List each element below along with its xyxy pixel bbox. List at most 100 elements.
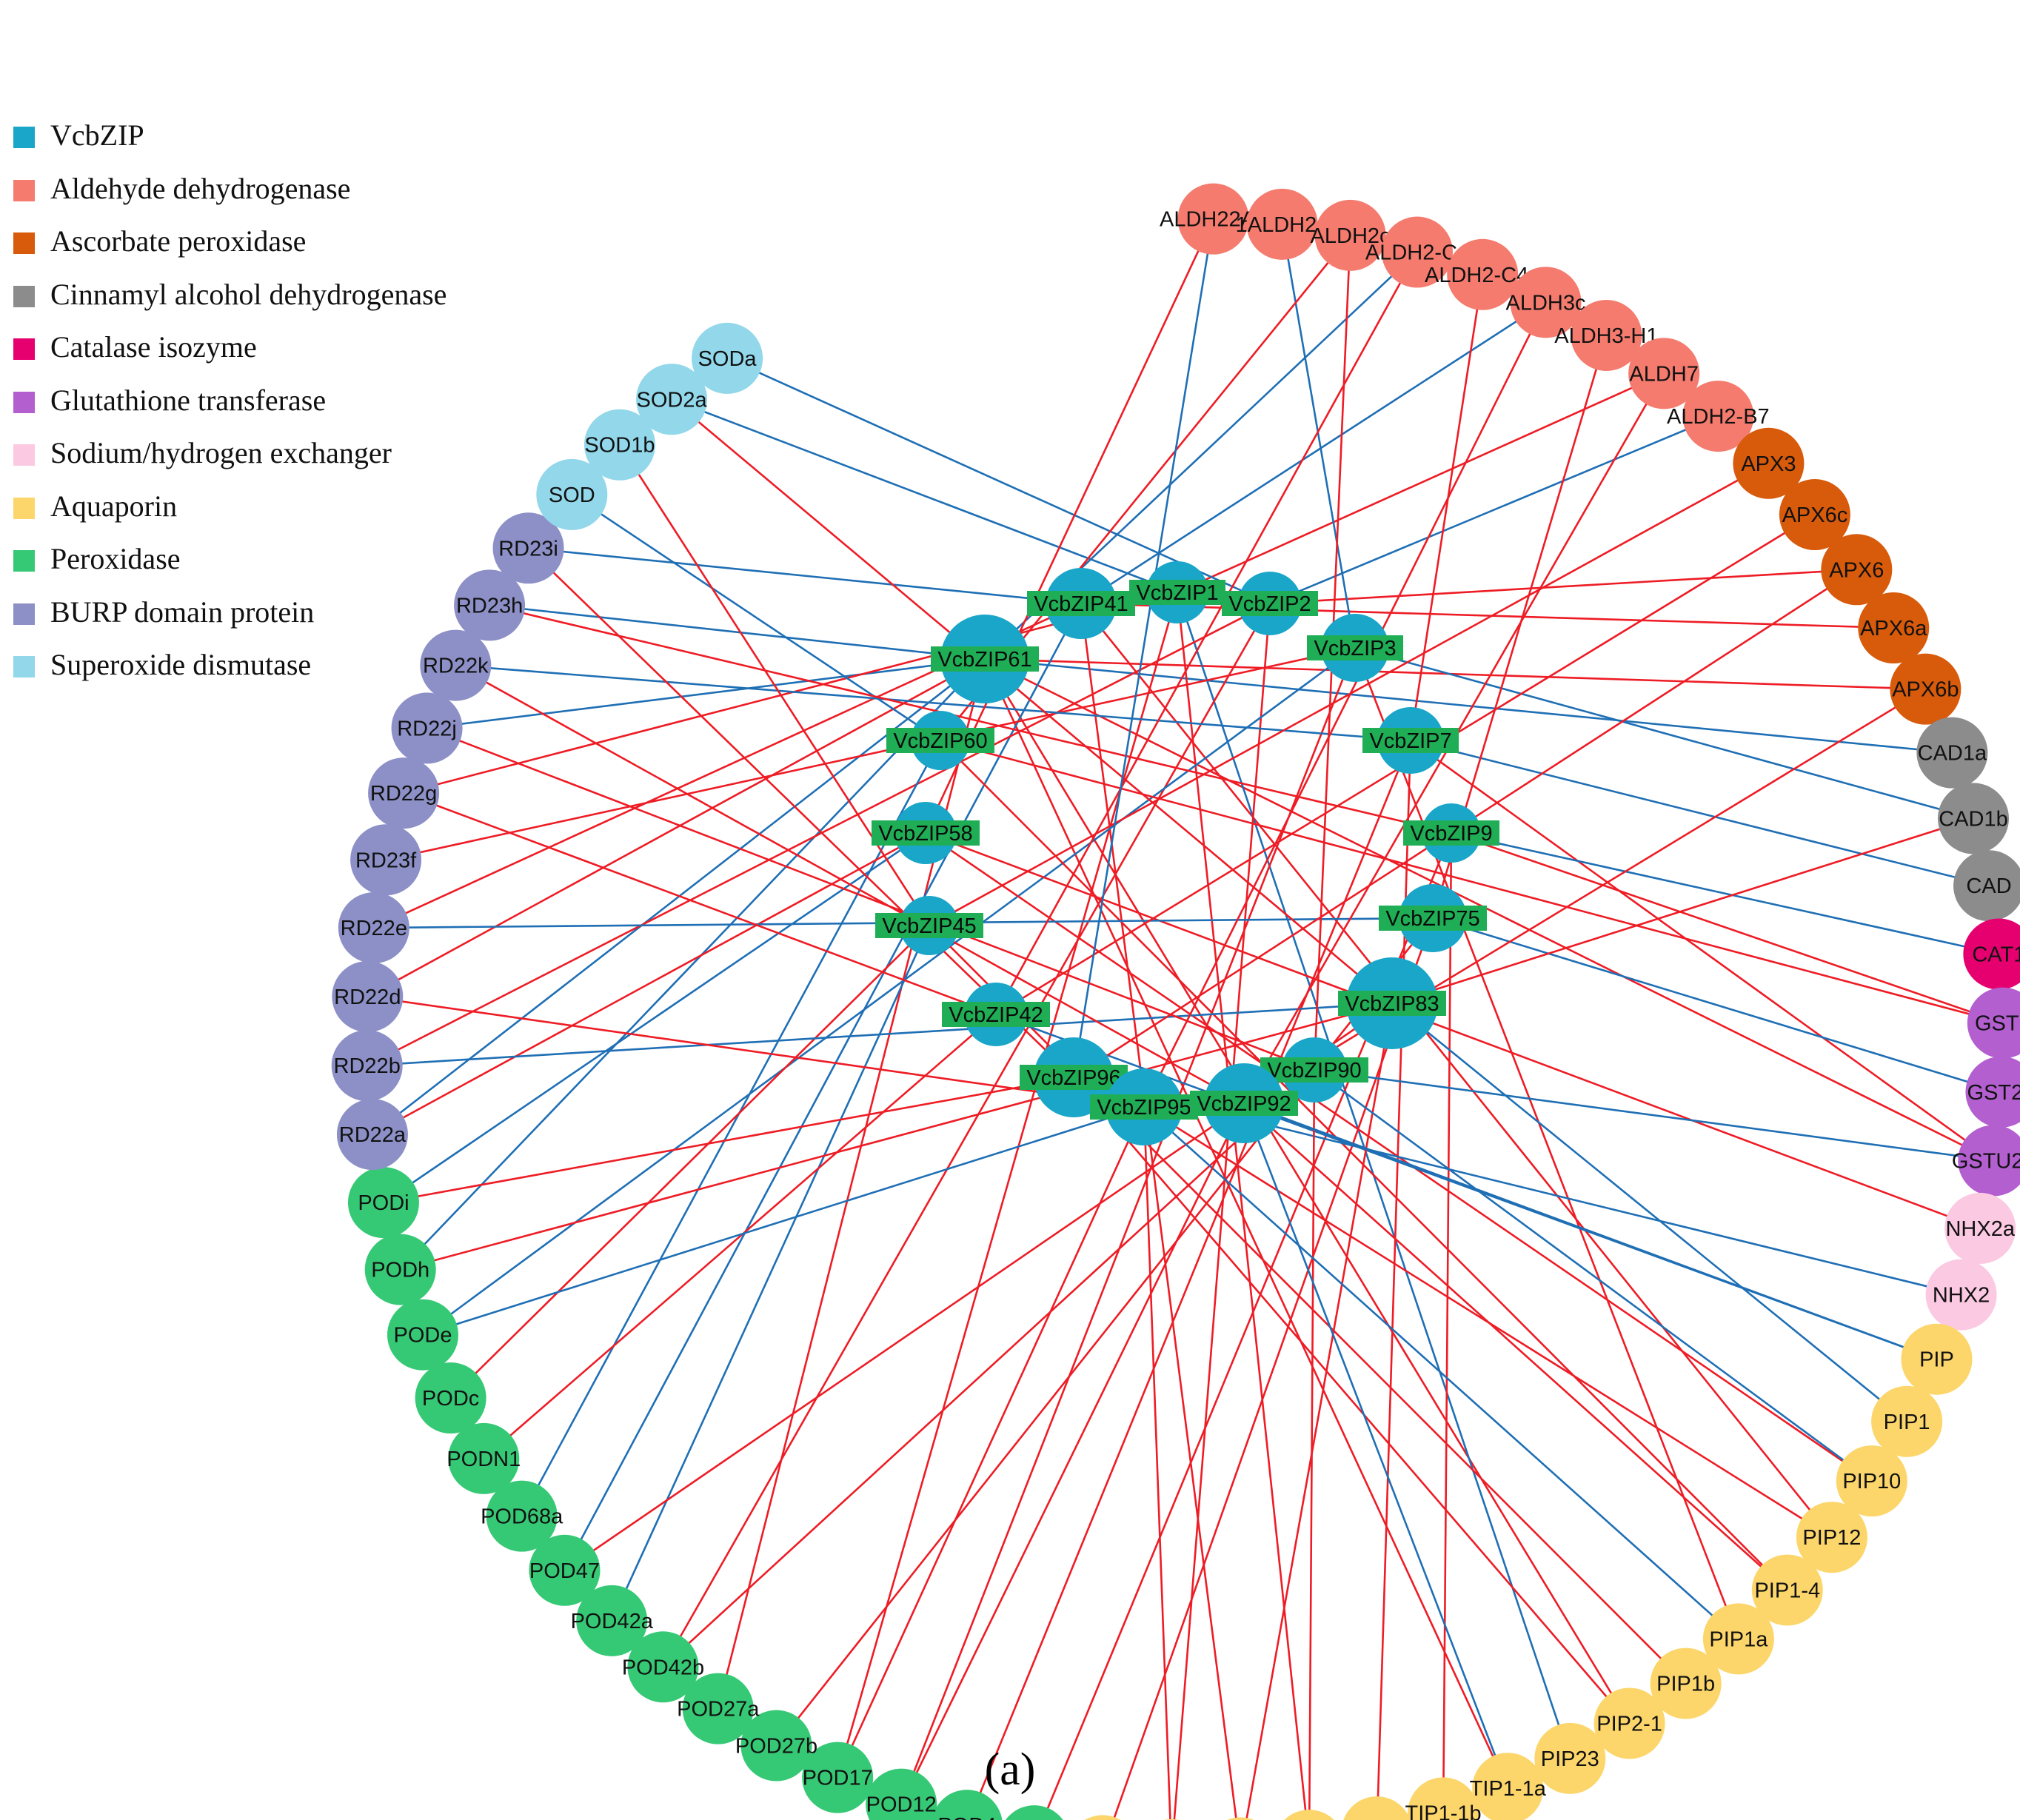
node-circle — [1447, 238, 1519, 310]
hub-label-background — [1260, 1057, 1368, 1083]
node-circle — [1702, 1603, 1774, 1675]
node-circle — [866, 1768, 937, 1820]
node-label: APX6c — [1782, 503, 1848, 527]
edge-vcbzip1-tip1-3 — [1176, 592, 1308, 1820]
node-circle — [1682, 381, 1754, 452]
node-podc: PODc — [415, 1362, 486, 1434]
node-circle — [420, 629, 492, 701]
hub-label: VcbZIP7 — [1369, 729, 1451, 753]
hub-label: VcbZIP95 — [1097, 1096, 1191, 1120]
node-label: ALDH3-H1 — [1554, 324, 1658, 348]
legend-label: Aquaporin — [50, 489, 178, 523]
node-label: POD17 — [803, 1767, 873, 1790]
node-label: TIP1-1b — [1405, 1801, 1482, 1820]
edge-vcbzip90-rd22j — [427, 727, 1315, 1071]
legend-swatch — [13, 127, 35, 148]
node-circle — [1314, 199, 1386, 271]
node-pip1-4: PIP1-4 — [1751, 1554, 1823, 1626]
edge-vcbzip3-pode — [422, 646, 1356, 1336]
edge-vcbzip58-nhx2a — [925, 832, 1981, 1230]
node-cad1a: CAD1a — [1916, 717, 1988, 789]
node-label: POD27b — [735, 1735, 817, 1759]
legend-item-ascorbate-peroxidase: Ascorbate peroxidase — [9, 221, 527, 274]
hub-label: VcbZIP58 — [878, 822, 972, 846]
node-circle — [1916, 717, 1988, 789]
hub-label: VcbZIP61 — [937, 648, 1031, 672]
edge-vcbzip92-tip1-1a — [1243, 1103, 1509, 1789]
hub-label: VcbZIP41 — [1034, 592, 1128, 616]
node-pip1b: PIP1b — [1650, 1647, 1722, 1719]
hub-vcbzip92: VcbZIP92 — [1190, 1063, 1298, 1143]
node-label: PIP1-4 — [1754, 1579, 1820, 1602]
edge-vcbzip61-cad1a — [984, 658, 1953, 754]
hub-vcbzip9: VcbZIP9 — [1403, 803, 1499, 863]
node-circle — [536, 458, 608, 530]
hub-label: VcbZIP1 — [1136, 581, 1218, 605]
node-label: TIP1-1a — [1470, 1777, 1547, 1801]
edge-vcbzip41-apx6a — [1080, 602, 1894, 629]
node-label: RD22j — [397, 717, 457, 740]
edge-vcbzip61-rd22d — [367, 658, 986, 998]
legend-swatch — [13, 285, 35, 307]
node-circle — [336, 1099, 408, 1171]
legend-item-burp-domain-protein: BURP domain protein — [9, 592, 527, 645]
edge-vcbzip90-pip10 — [1314, 1068, 1873, 1482]
node-circle — [583, 409, 655, 481]
node-circle — [1953, 850, 2020, 922]
node-circle — [387, 1299, 458, 1371]
hub-label-background — [886, 728, 994, 753]
node-circle — [682, 1673, 754, 1744]
legend-item-peroxidase: Peroxidase — [9, 538, 527, 592]
node-rd23f: RD23f — [350, 824, 422, 896]
legend-label: Cinnamyl alcohol dehydrogenase — [50, 277, 447, 311]
node-rd23i: RD23i — [492, 512, 564, 584]
hub-label: VcbZIP92 — [1197, 1092, 1291, 1116]
edge-vcbzip61-rd23h — [489, 604, 986, 660]
legend-swatch — [13, 232, 35, 254]
legend-item-catalase-isozyme: Catalase isozyme — [9, 327, 527, 380]
node-label: POD42a — [571, 1610, 654, 1633]
edge-vcbzip83-cad1b — [1391, 817, 1974, 1005]
legend-swatch — [13, 391, 35, 413]
node-circle — [1796, 1502, 1867, 1573]
legend-swatch — [13, 603, 35, 625]
edge-vcbzip1-sod2a — [671, 398, 1178, 594]
node-circle — [368, 757, 440, 829]
node-circle — [1343, 1796, 1411, 1820]
node-pod12: POD12 — [866, 1768, 937, 1820]
hub-label-background — [872, 820, 980, 846]
edge-vcbzip92-apx6b — [1243, 688, 1927, 1105]
node-podi: PODi — [347, 1167, 419, 1239]
node-apx6b: APX6b — [1890, 653, 1962, 725]
node-label: NHX2 — [1933, 1284, 1990, 1308]
legend-item-cinnamyl-alcohol-dehydrogenase: Cinnamyl alcohol dehydrogenase — [9, 274, 527, 327]
figure-caption: (a) — [984, 1744, 1036, 1795]
legend-item-vcbzip: VcbZIP — [9, 115, 527, 168]
legend-label: Glutathione transferase — [50, 383, 327, 417]
node-label: ALDH7 — [1629, 362, 1699, 386]
edge-vcbzip2-tip4-1 — [1173, 603, 1271, 1820]
hub-label-background — [942, 1002, 1050, 1027]
node-circle — [1938, 783, 2010, 854]
edge-vcbzip60-gstb — [940, 739, 2004, 1024]
node-circle — [576, 1585, 648, 1656]
node-label: PODi — [358, 1191, 409, 1215]
node-label: SOD1b — [584, 434, 655, 458]
edge-vcbzip2-rd22b — [367, 602, 1271, 1067]
node-circle — [1751, 1554, 1823, 1626]
hub-label-background — [875, 913, 983, 938]
hub-label-background — [1379, 906, 1487, 931]
edge-vcbzip92-pod12 — [900, 1103, 1245, 1805]
node-label: APX6 — [1829, 558, 1884, 582]
edge-vcbzip7-pod4 — [968, 740, 1412, 1820]
node-rd22k: RD22k — [420, 629, 492, 701]
node-tip1-1a: TIP1-1a — [1470, 1753, 1547, 1820]
legend-label: Superoxide dismutase — [50, 648, 312, 681]
hub-vcbzip58: VcbZIP58 — [872, 802, 980, 864]
node-circle — [802, 1742, 874, 1813]
hub-label-background — [931, 646, 1039, 672]
node-circle — [347, 1167, 419, 1239]
node-aldh2-c4: ALDH2-C4 — [1365, 216, 1469, 288]
legend-swatch — [13, 497, 35, 519]
